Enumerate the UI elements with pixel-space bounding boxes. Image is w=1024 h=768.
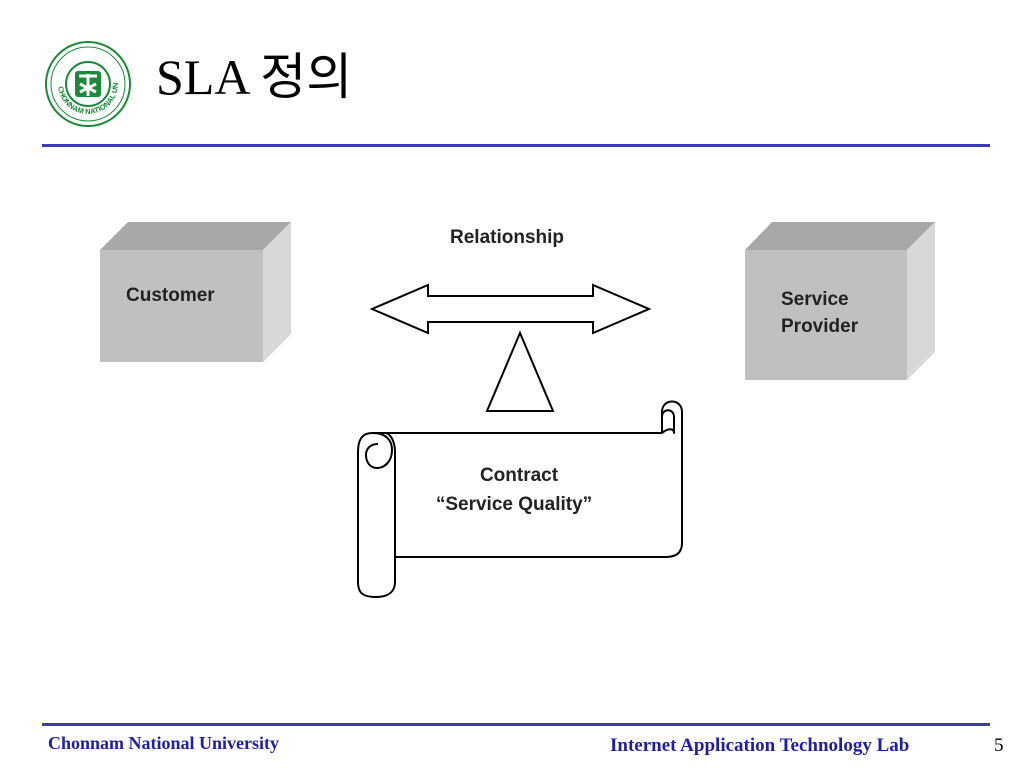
contract-scroll bbox=[357, 400, 683, 598]
contract-line2: “Service Quality” bbox=[436, 494, 592, 515]
provider-label-line1: Service bbox=[781, 289, 849, 310]
footer-university: Chonnam National University bbox=[48, 733, 280, 753]
customer-label: Customer bbox=[126, 285, 215, 306]
relationship-label: Relationship bbox=[450, 227, 564, 248]
footer-divider bbox=[42, 723, 990, 726]
service-provider-box: Service Provider bbox=[745, 222, 935, 380]
fulcrum-triangle bbox=[485, 330, 555, 412]
title-divider bbox=[42, 144, 990, 147]
provider-label-line2: Provider bbox=[781, 316, 859, 337]
contract-line1: Contract bbox=[480, 465, 559, 486]
footer-lab: Internet Application Technology Lab bbox=[610, 735, 910, 756]
customer-box: Customer bbox=[100, 222, 291, 362]
relationship-arrow bbox=[369, 283, 652, 335]
university-logo: CHONNAM NATIONAL UNIVERSITY bbox=[44, 40, 131, 127]
page-number: 5 bbox=[994, 735, 1004, 756]
slide-title: SLA 정의 bbox=[156, 49, 353, 105]
